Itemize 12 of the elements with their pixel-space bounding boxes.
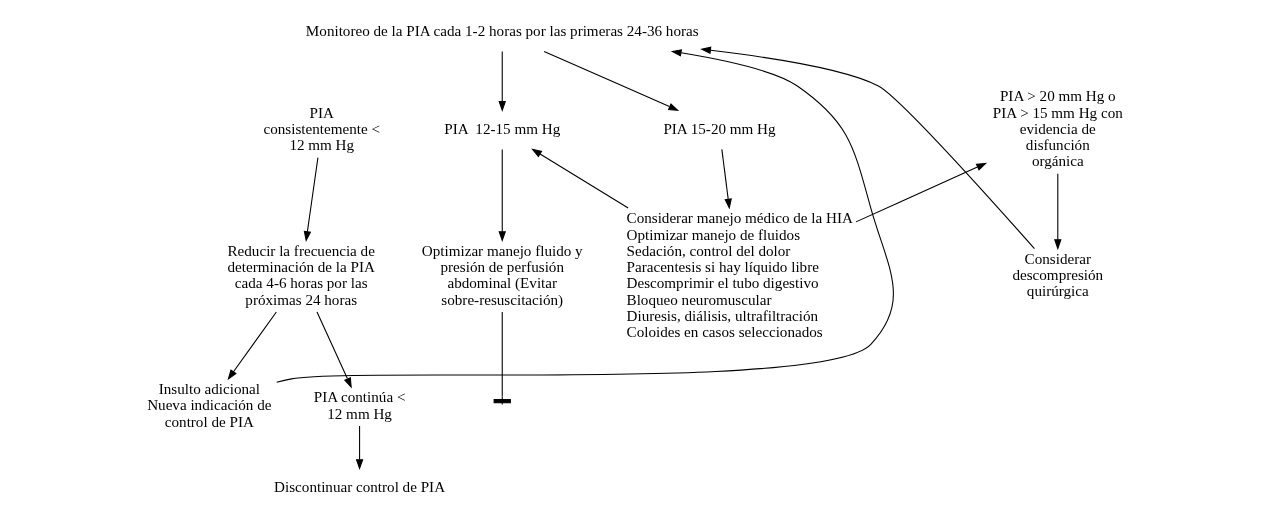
node-text: Reducir la frecuencia de determinación de la PIA cada 4-6 horas por las próximas 24 horas — [227, 242, 375, 308]
node-text: PIA 12-15 mm Hg — [443, 120, 560, 137]
node-text: Considerar manejo médico de la HIA Optimizar manejo de fluidos Sedación, control del dolor Paracentesis si hay líquido libre Descomprimir el tubo digestivo Bloqueo neuromuscular Diuresis, diálisis, ultrafiltración Coloides en casos seleccionados — [626, 210, 853, 340]
node-text: PIA consistentemente < 12 mm Hg — [263, 104, 380, 153]
node-text: PIA > 20 mm Hg o PIA > 15 mm Hg con evidencia de disfunción orgánica — [992, 88, 1123, 170]
node-text: Considerar descompresión quirúrgica — [1011, 251, 1103, 300]
node-text: Discontinuar control de PIA — [273, 479, 445, 496]
node-text: PIA continúa < 12 mm Hg — [313, 389, 405, 422]
node-text: Monitoreo de la PIA cada 1-2 horas por las primeras 24-36 horas — [305, 22, 699, 39]
node-text: Insulto adicional Nueva indicación de control de PIA — [146, 381, 271, 430]
node-text: Optimizar manejo fluido y presión de perfusión abdominal (Evitar sobre-resuscitación) — [421, 242, 583, 308]
node-text: PIA 15-20 mm Hg — [662, 120, 776, 137]
